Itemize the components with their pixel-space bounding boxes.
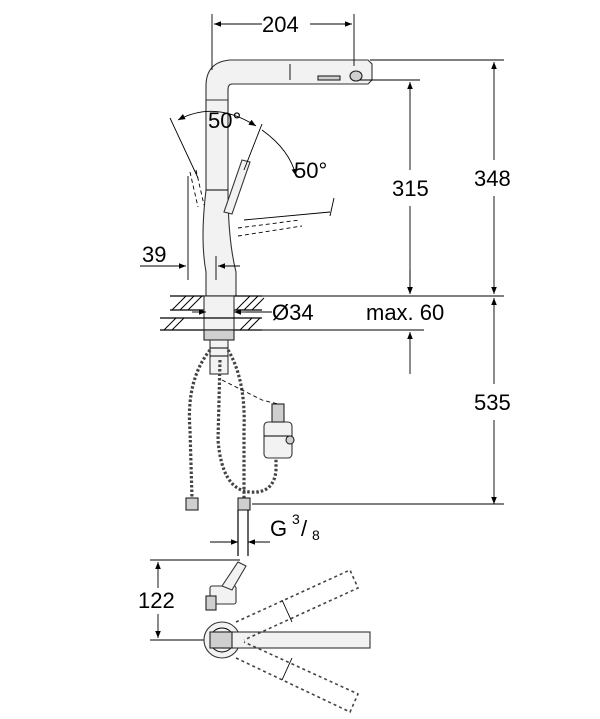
dim-angle-right: 50° xyxy=(294,158,327,183)
faucet-top-view xyxy=(150,559,371,714)
below-deck-assembly xyxy=(185,329,295,556)
dim-mounting-hole: Ø34 xyxy=(272,300,314,325)
dim-base-width: 39 xyxy=(142,242,166,267)
dim-below-deck: 535 xyxy=(474,390,511,415)
spout-arm xyxy=(205,59,373,121)
svg-text:/: / xyxy=(301,516,308,541)
lever-position-right xyxy=(237,219,301,229)
countertop-section xyxy=(160,295,272,331)
mounting-nut xyxy=(203,329,235,341)
dimension-lines xyxy=(140,14,504,505)
faucet-side-view xyxy=(169,59,373,297)
dim-max-deck: max. 60 xyxy=(366,300,444,325)
dimension-labels: 204 50° 50° 315 348 39 Ø34 max. 60 535 G… xyxy=(138,12,511,613)
dim-thread-den: 8 xyxy=(312,527,320,543)
dim-spout-reach: 204 xyxy=(262,12,299,37)
dim-thread: G xyxy=(270,516,287,541)
dim-angle-left: 50° xyxy=(208,108,241,133)
pull-out-hose xyxy=(216,359,278,494)
spray-head-outlet xyxy=(349,70,363,82)
lever-position-left xyxy=(195,169,205,206)
supply-hose-left xyxy=(187,349,212,499)
dim-top-depth: 122 xyxy=(138,588,175,613)
dim-total-height: 348 xyxy=(474,166,511,191)
dim-thread-num: 3 xyxy=(292,511,300,527)
dim-outlet-height: 315 xyxy=(392,176,429,201)
supply-hose-right xyxy=(226,349,246,498)
